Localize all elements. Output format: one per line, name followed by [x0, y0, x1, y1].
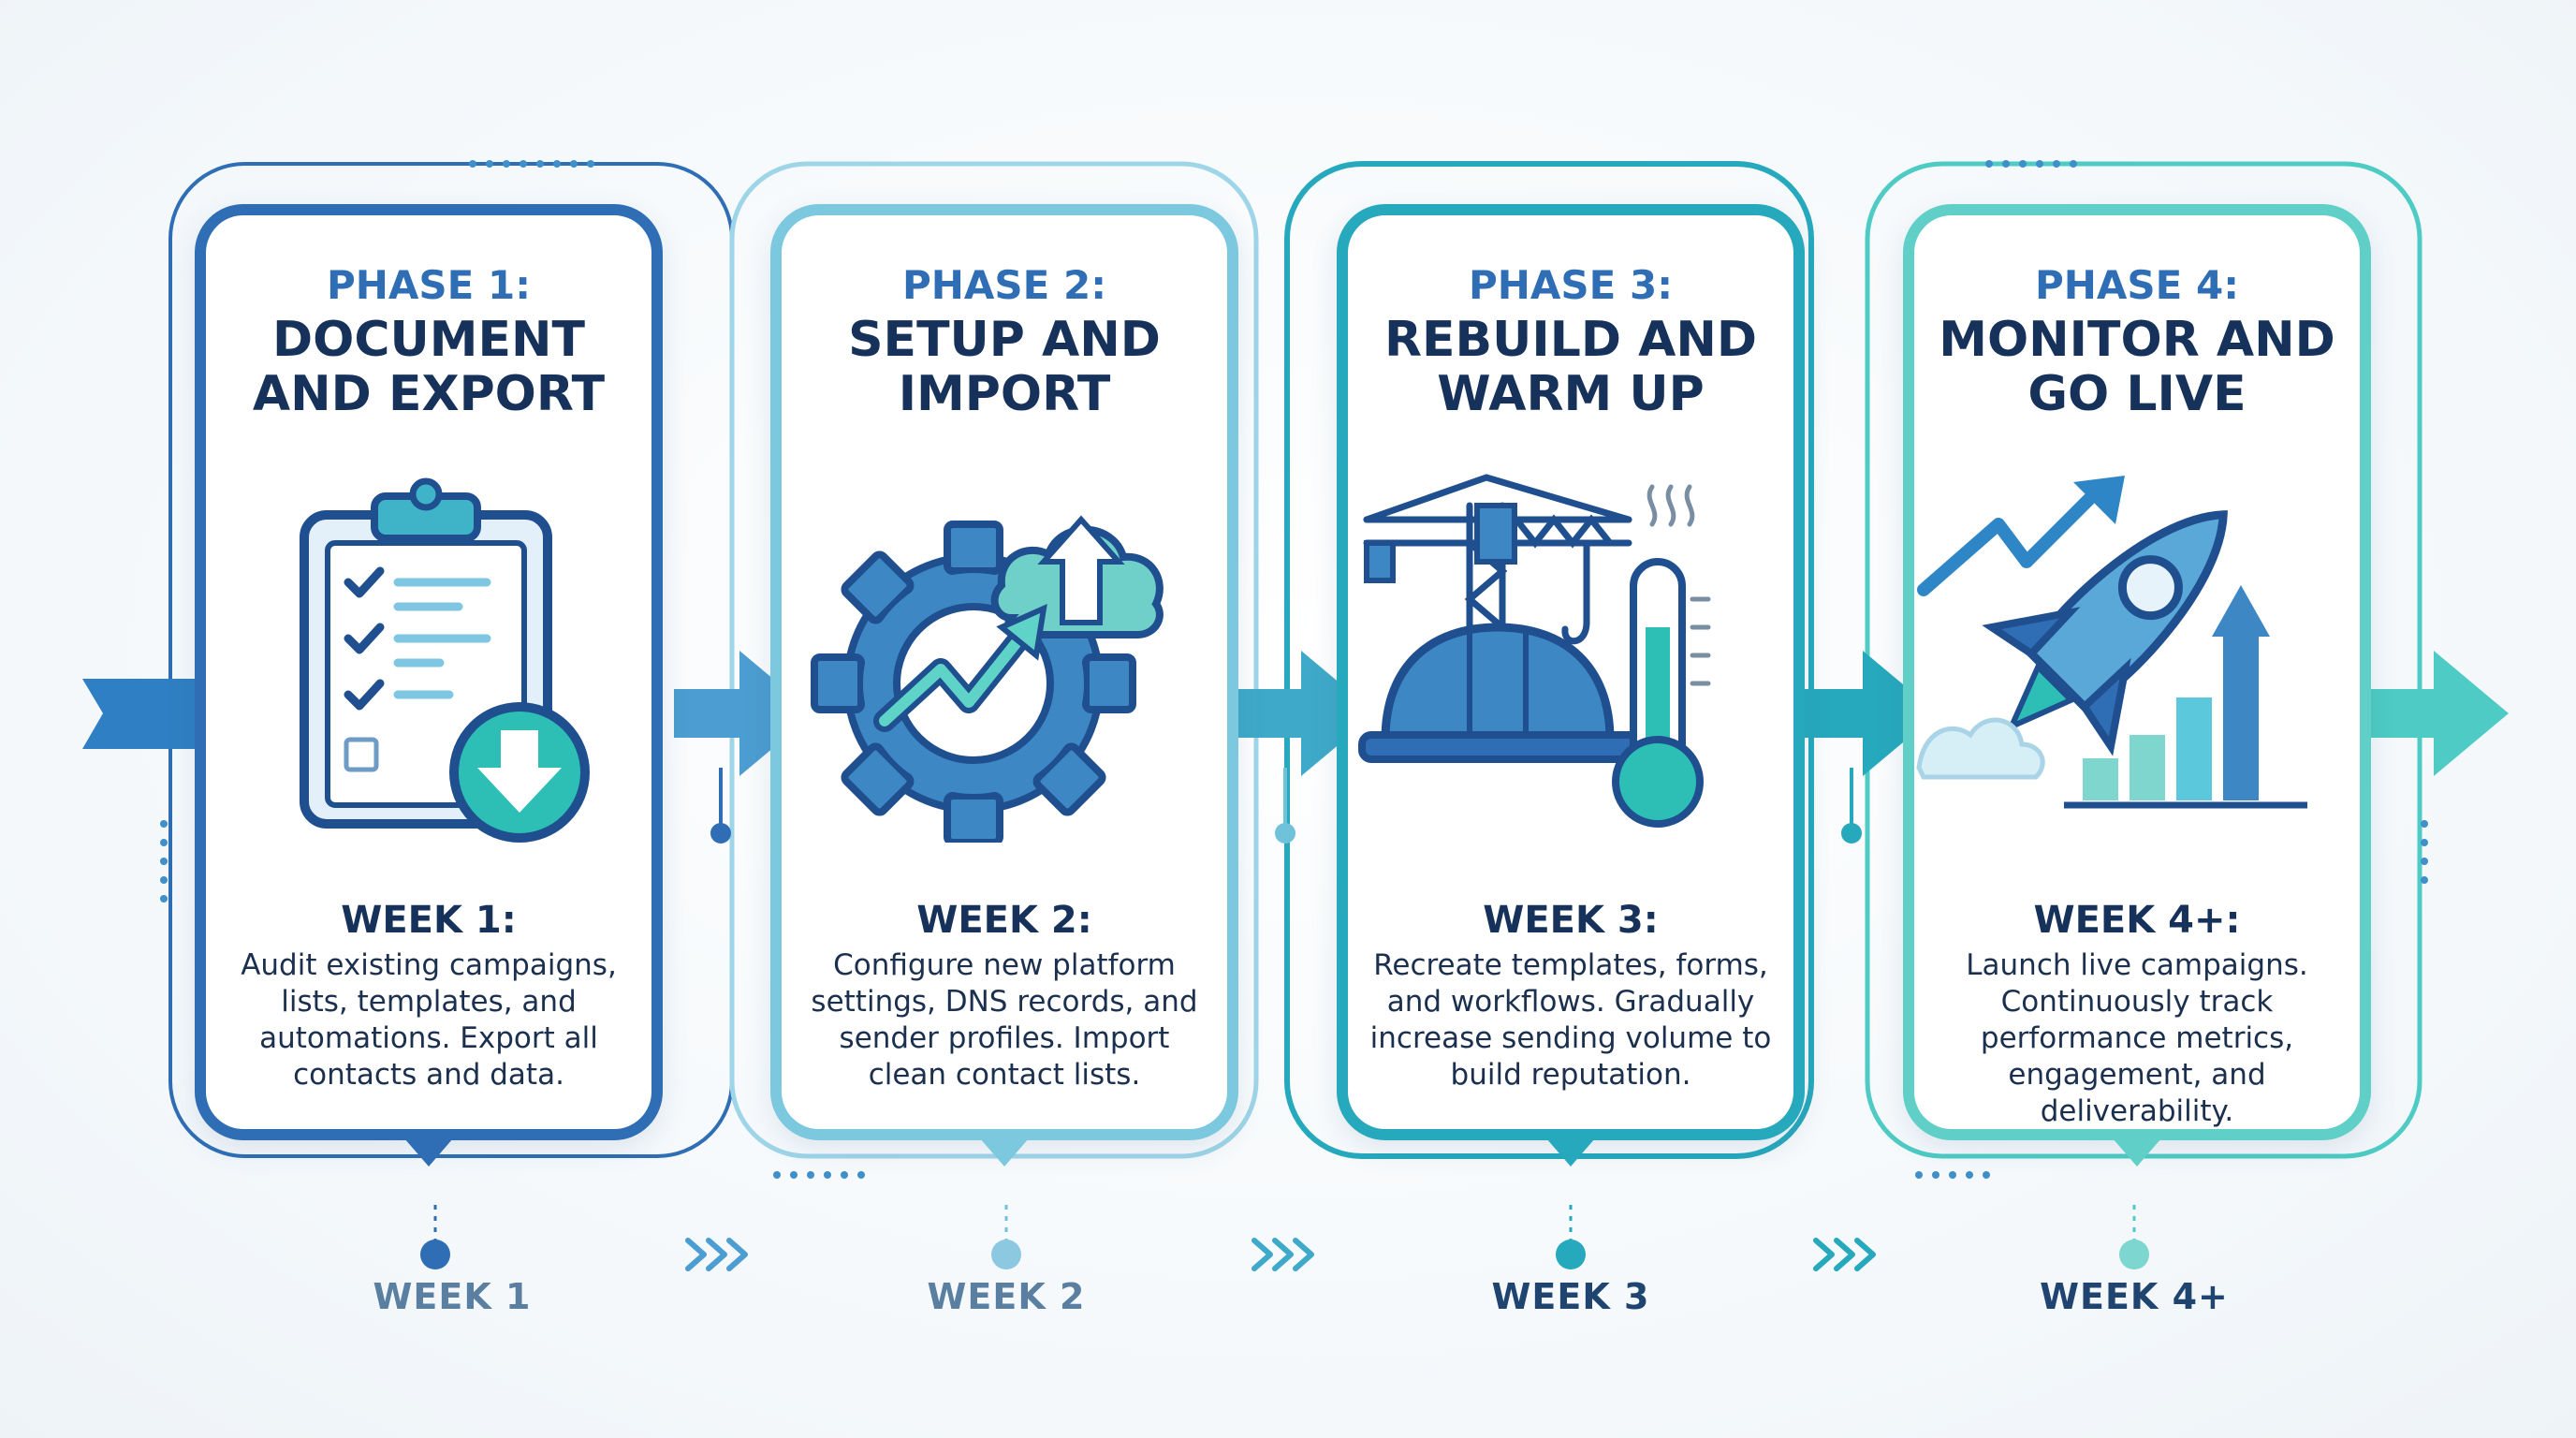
flow-arrow-4	[2434, 651, 2509, 776]
phase-4-heading: PHASE 4: MONITOR AND GO LIVE	[1924, 258, 2350, 421]
phase-3-description: Recreate templates, forms, and workflows…	[1369, 948, 1772, 1092]
clipboard-checklist-download-icon	[206, 468, 651, 843]
phase-4-title: MONITOR AND GO LIVE	[1939, 312, 2335, 422]
phase-2-week: WEEK 2:	[916, 899, 1092, 942]
phase-2-heading: PHASE 2: SETUP AND IMPORT	[791, 258, 1218, 421]
phase-3-heading: PHASE 3: REBUILD AND WARM UP	[1357, 258, 1784, 421]
phase-1-pointer	[404, 1138, 453, 1167]
phase-1-title: DOCUMENT AND EXPORT	[252, 312, 606, 422]
gear-cloud-upload-icon	[782, 468, 1227, 846]
phase-2-description: Configure new platform settings, DNS rec…	[811, 948, 1198, 1092]
crane-hardhat-thermometer-icon	[1348, 468, 1793, 843]
phase-3-title: REBUILD AND WARM UP	[1383, 312, 1758, 422]
timeline-label-week-4: WEEK 4+	[2040, 1276, 2229, 1317]
timeline-label-week-1: WEEK 1	[373, 1276, 532, 1317]
phase-4-week: WEEK 4+:	[2033, 899, 2241, 942]
flow-band-4	[2359, 689, 2448, 738]
phase-4-pointer	[2113, 1138, 2161, 1167]
phase-3-week: WEEK 3:	[1483, 899, 1659, 942]
flow-arrow-3	[1863, 651, 1938, 776]
timeline-node-3	[1556, 1240, 1586, 1269]
phase-2-card: PHASE 2: SETUP AND IMPORT	[770, 204, 1238, 1167]
phase-3-pointer	[1546, 1138, 1595, 1167]
timeline-chevrons	[685, 1238, 1876, 1271]
timeline-label-week-2: WEEK 2	[927, 1276, 1086, 1317]
phase-3-label: PHASE 3:	[1468, 262, 1674, 308]
phase-4-description: Launch live campaigns. Continuously trac…	[1966, 948, 2308, 1128]
phase-1-week: WEEK 1:	[341, 899, 517, 942]
phase-2-label: PHASE 2:	[901, 262, 1107, 308]
timeline-label-week-3: WEEK 3	[1491, 1276, 1650, 1317]
phase-1-heading: PHASE 1: DOCUMENT AND EXPORT	[215, 258, 642, 421]
timeline-node-1	[420, 1240, 450, 1269]
rocket-growth-chart-icon	[1914, 468, 2360, 843]
phase-4-label: PHASE 4:	[2034, 262, 2240, 308]
phase-2-pointer	[980, 1138, 1029, 1167]
flow-start-ribbon	[82, 679, 201, 749]
timeline-node-2	[991, 1240, 1021, 1269]
timeline-node-4	[2119, 1240, 2149, 1269]
phase-1-card: PHASE 1: DOCUMENT AND EXPORT WEEK 1: Aud…	[195, 204, 663, 1167]
phase-1-label: PHASE 1:	[326, 262, 532, 308]
phase-3-card: PHASE 3: REBUILD AND WARM UP	[1337, 204, 1805, 1167]
phase-4-card: PHASE 4: MONITOR AND GO LIVE WEEK 4+: La…	[1903, 204, 2371, 1167]
phase-1-description: Audit existing campaigns, lists, templat…	[241, 948, 617, 1092]
phase-2-title: SETUP AND IMPORT	[848, 312, 1161, 422]
